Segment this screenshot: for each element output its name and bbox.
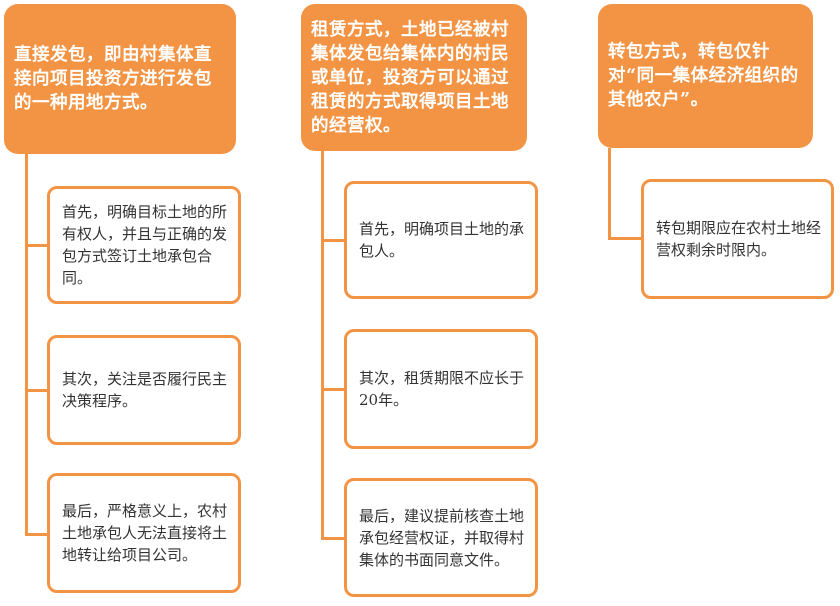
step-box: 最后，严格意义上，农村土地承包人无法直接将土地转让给项目公司。	[47, 473, 241, 593]
connector-line	[608, 148, 611, 240]
step-box: 最后，建议提前核查土地承包经营权证，并取得村集体的书面同意文件。	[344, 478, 538, 597]
step-box: 转包期限应在农村土地经营权剩余时限内。	[641, 179, 834, 299]
step-box: 首先，明确目标土地的所有权人，并且与正确的发包方式签订土地承包合同。	[47, 186, 241, 304]
header-text: 直接发包，即由村集体直接向项目投资方进行发包的一种用地方式。	[14, 45, 212, 113]
step-text: 最后，严格意义上，农村土地承包人无法直接将土地转让给项目公司。	[62, 502, 228, 564]
step-text: 其次，租赁期限不应长于20年。	[359, 369, 525, 409]
step-text: 转包期限应在农村土地经营权剩余时限内。	[656, 219, 822, 259]
connector-line	[25, 389, 49, 392]
step-box: 其次，关注是否履行民主决策程序。	[47, 335, 241, 445]
header-subcontract: 转包方式，转包仅针对“同一集体经济组织的其他农户”。	[598, 4, 813, 148]
header-text: 转包方式，转包仅针对“同一集体经济组织的其他农户”。	[608, 42, 799, 110]
connector-line	[321, 239, 346, 242]
step-text: 最后，建议提前核查土地承包经营权证，并取得村集体的书面同意文件。	[359, 506, 525, 569]
header-lease: 租赁方式，土地已经被村集体发包给集体内的村民或单位，投资方可以通过租赁的方式取得…	[301, 4, 527, 151]
connector-line	[321, 537, 346, 540]
header-direct-contract: 直接发包，即由村集体直接向项目投资方进行发包的一种用地方式。	[4, 4, 236, 154]
connector-line	[608, 237, 643, 240]
step-text: 首先，明确项目土地的承包人。	[359, 220, 525, 260]
step-box: 首先，明确项目土地的承包人。	[344, 181, 538, 299]
header-text: 租赁方式，土地已经被村集体发包给集体内的村民或单位，投资方可以通过租赁的方式取得…	[311, 19, 509, 136]
step-text: 其次，关注是否履行民主决策程序。	[62, 370, 228, 410]
connector-line	[25, 244, 49, 247]
step-box: 其次，租赁期限不应长于20年。	[344, 329, 538, 449]
connector-line	[25, 533, 49, 536]
connector-line	[321, 151, 324, 539]
connector-line	[321, 388, 346, 391]
connector-line	[25, 154, 28, 536]
step-text: 首先，明确目标土地的所有权人，并且与正确的发包方式签订土地承包合同。	[62, 203, 228, 287]
